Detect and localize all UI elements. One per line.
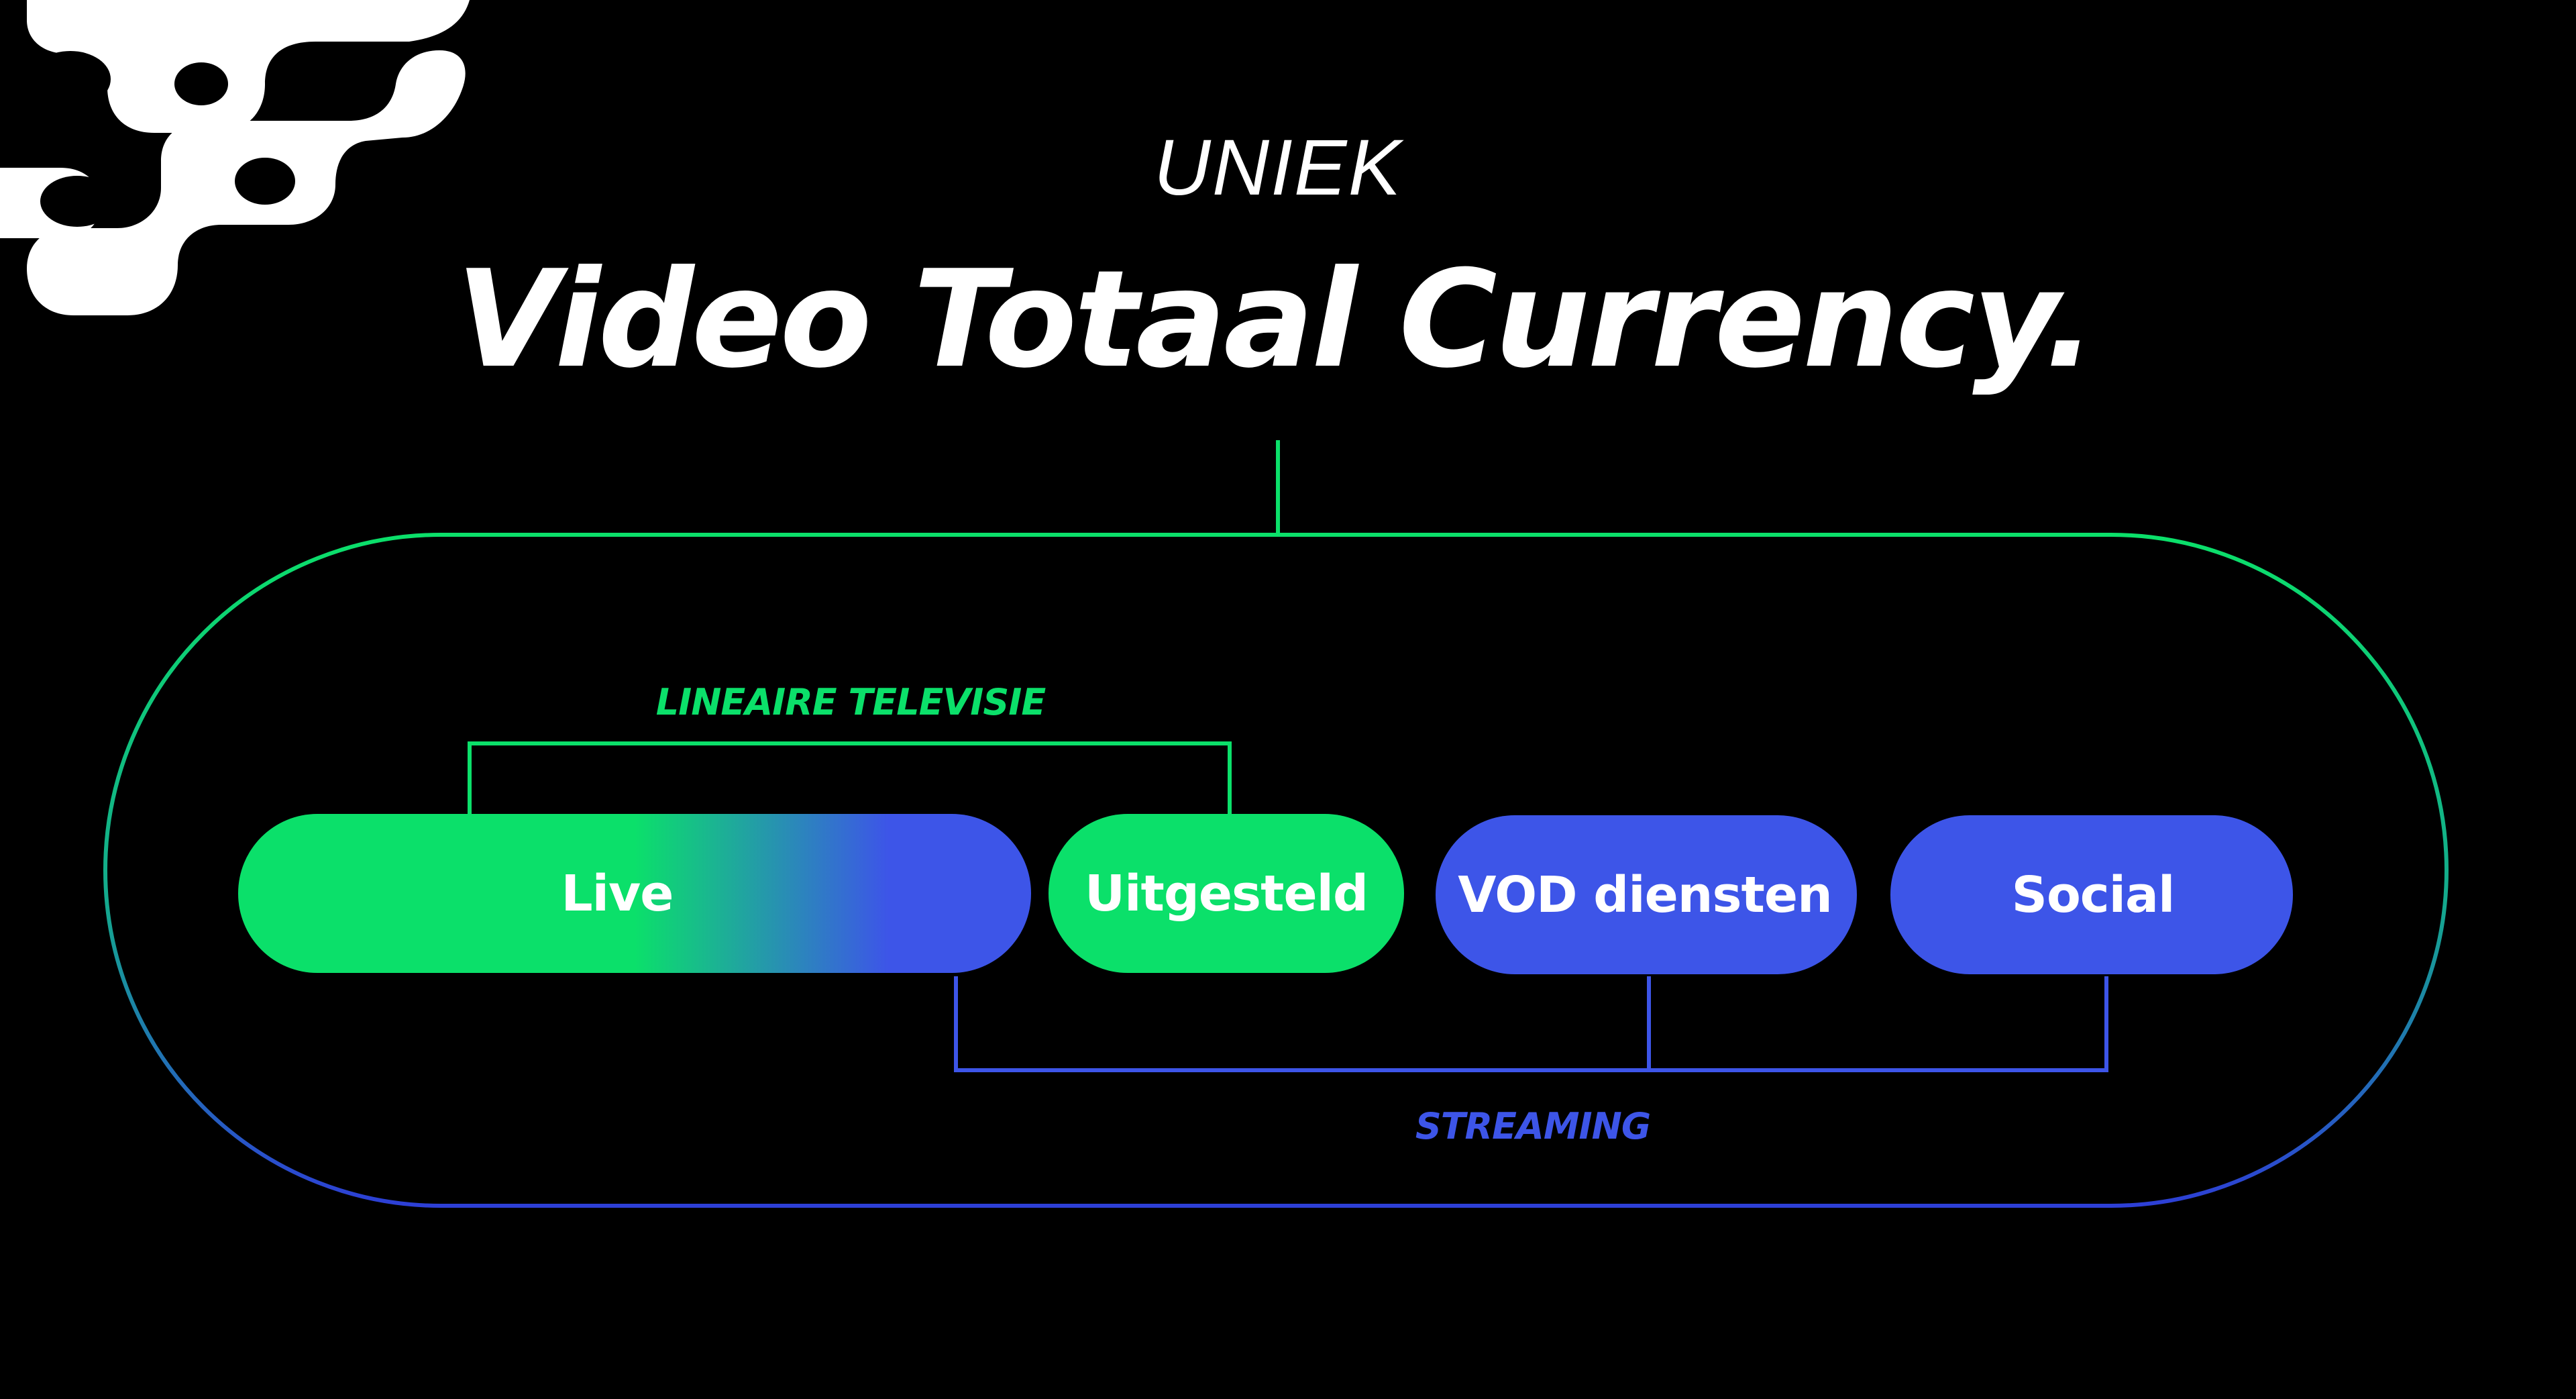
kicker-text: UNIEK (1154, 123, 1405, 212)
pill-social-shape (1890, 815, 2293, 974)
pill-live: Live (238, 814, 1031, 973)
group-label-linear: LINEAIRE TELEVISIE (656, 681, 1046, 723)
pill-live-shape (238, 814, 1031, 973)
brand-blob-top (27, 0, 470, 133)
pill-social-label: Social (2012, 866, 2175, 924)
pill-social: Social (1890, 815, 2293, 974)
pill-uitgesteld-label: Uitgesteld (1085, 865, 1368, 923)
pill-vod-diensten: VOD diensten (1436, 815, 1857, 974)
page-title: Video Totaal Currency. (456, 242, 2093, 398)
brand-hole-4 (235, 158, 295, 205)
pill-vod-label: VOD diensten (1458, 866, 1832, 924)
brand-shape-logo (0, 0, 470, 315)
brand-hole-1 (30, 51, 111, 107)
pill-uitgesteld: Uitgesteld (1049, 814, 1404, 973)
pill-vod-shape (1436, 815, 1857, 974)
streaming-bracket (954, 976, 2108, 1072)
brand-hole-2 (174, 62, 228, 105)
linear-bracket (468, 741, 1232, 815)
pill-uitgesteld-shape (1049, 814, 1404, 973)
brand-hole-3 (40, 176, 114, 227)
outer-outline (103, 533, 2449, 1208)
brand-holes (30, 51, 295, 227)
pill-live-label: Live (561, 865, 674, 923)
group-label-streaming: STREAMING (1415, 1105, 1650, 1147)
